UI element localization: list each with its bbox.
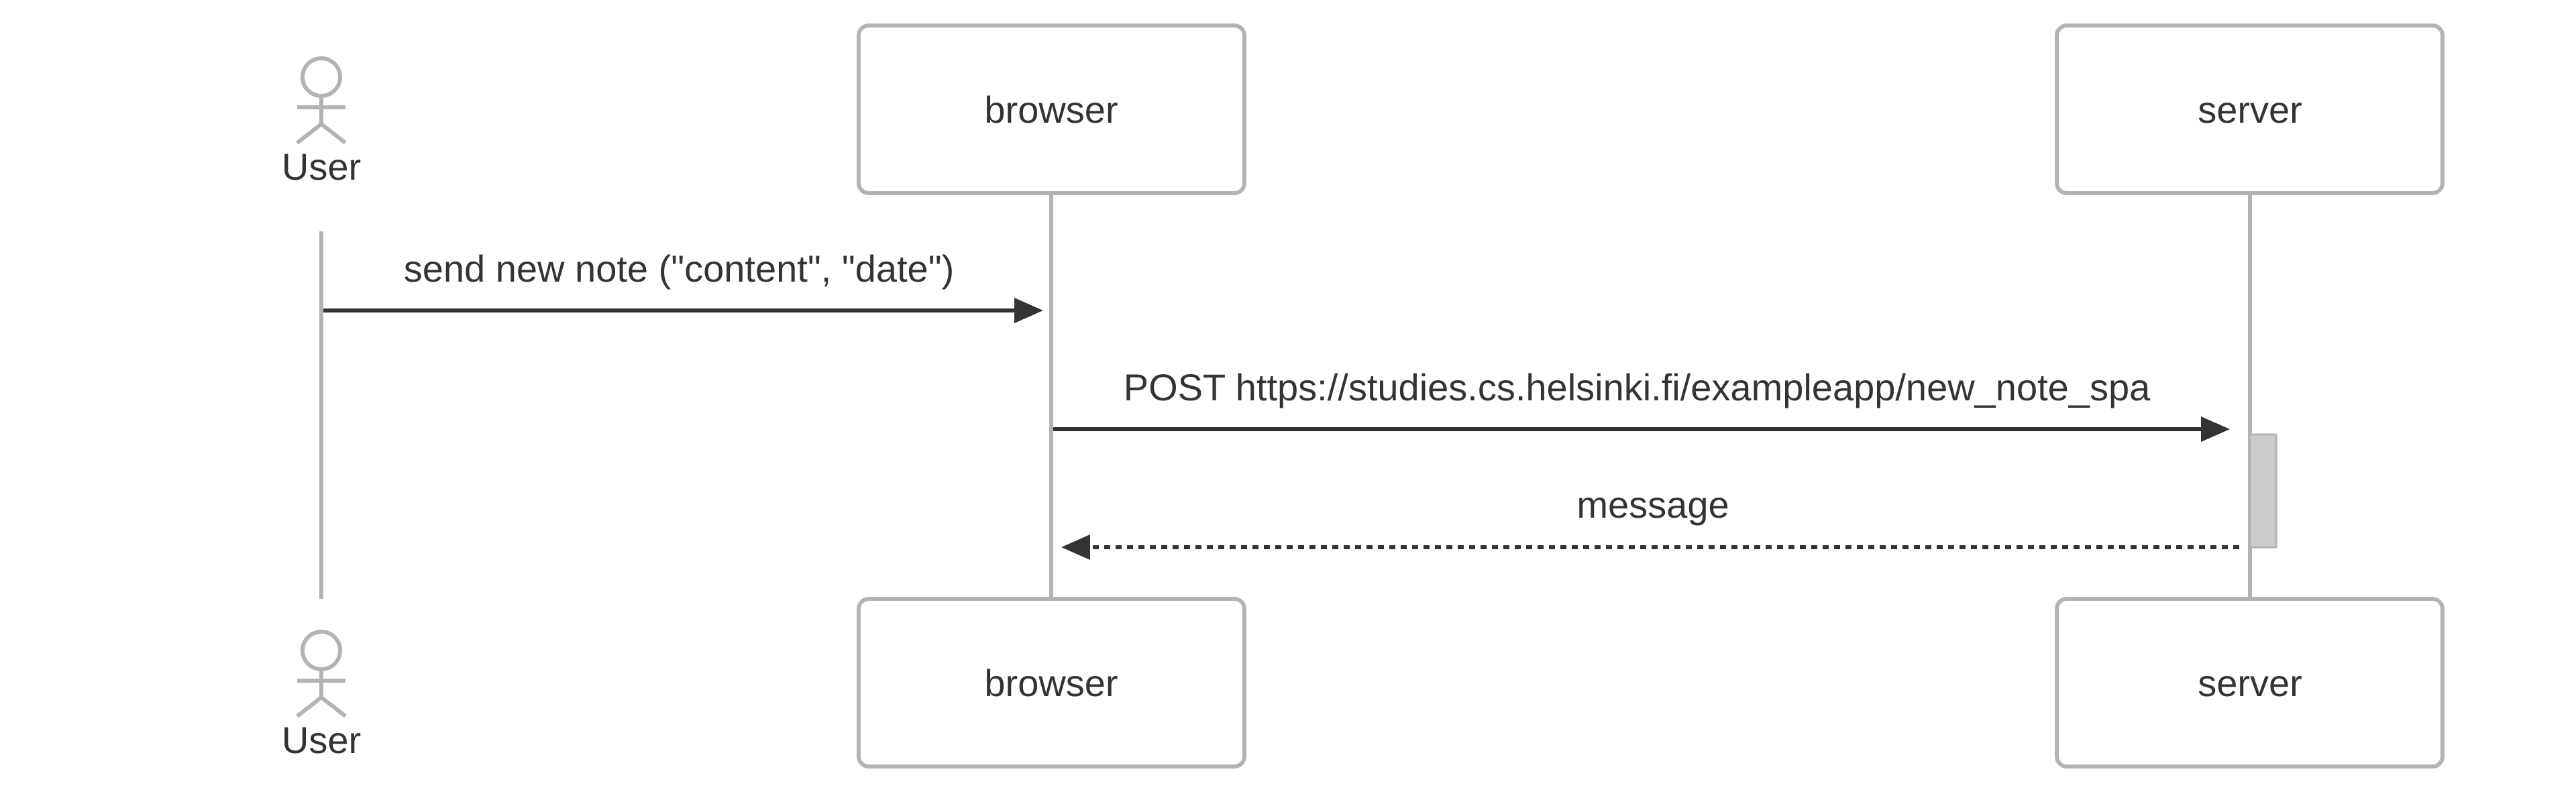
server-activation-bar xyxy=(2249,433,2277,549)
message-return: message xyxy=(1061,484,2239,560)
arrowhead-icon xyxy=(2201,416,2230,442)
server-participant-top: server xyxy=(2055,23,2445,195)
actor-label-top: User xyxy=(282,146,361,188)
browser-label-bottom: browser xyxy=(984,662,1118,704)
arrowhead-icon xyxy=(1061,534,1090,560)
browser-label-top: browser xyxy=(984,89,1118,131)
actor-label-bottom: User xyxy=(282,719,361,761)
message-post-new-note-spa: POST https://studies.cs.helsinki.fi/exam… xyxy=(1053,366,2230,442)
user-actor-top: User xyxy=(282,56,361,188)
message-send-new-note: send new note ("content", "date") xyxy=(323,247,1043,323)
arrowhead-icon xyxy=(1014,298,1043,323)
server-participant-bottom: server xyxy=(2055,597,2445,769)
user-actor-bottom: User xyxy=(282,630,361,761)
message-label: send new note ("content", "date") xyxy=(404,247,954,290)
message-label: message xyxy=(1576,484,1729,526)
browser-participant-bottom: browser xyxy=(857,597,1246,769)
actor-icon xyxy=(296,630,347,718)
server-label-bottom: server xyxy=(2198,662,2302,704)
server-label-top: server xyxy=(2198,89,2302,131)
message-label: POST https://studies.cs.helsinki.fi/exam… xyxy=(1124,366,2151,408)
browser-participant-top: browser xyxy=(857,23,1246,195)
actor-icon xyxy=(296,56,347,145)
